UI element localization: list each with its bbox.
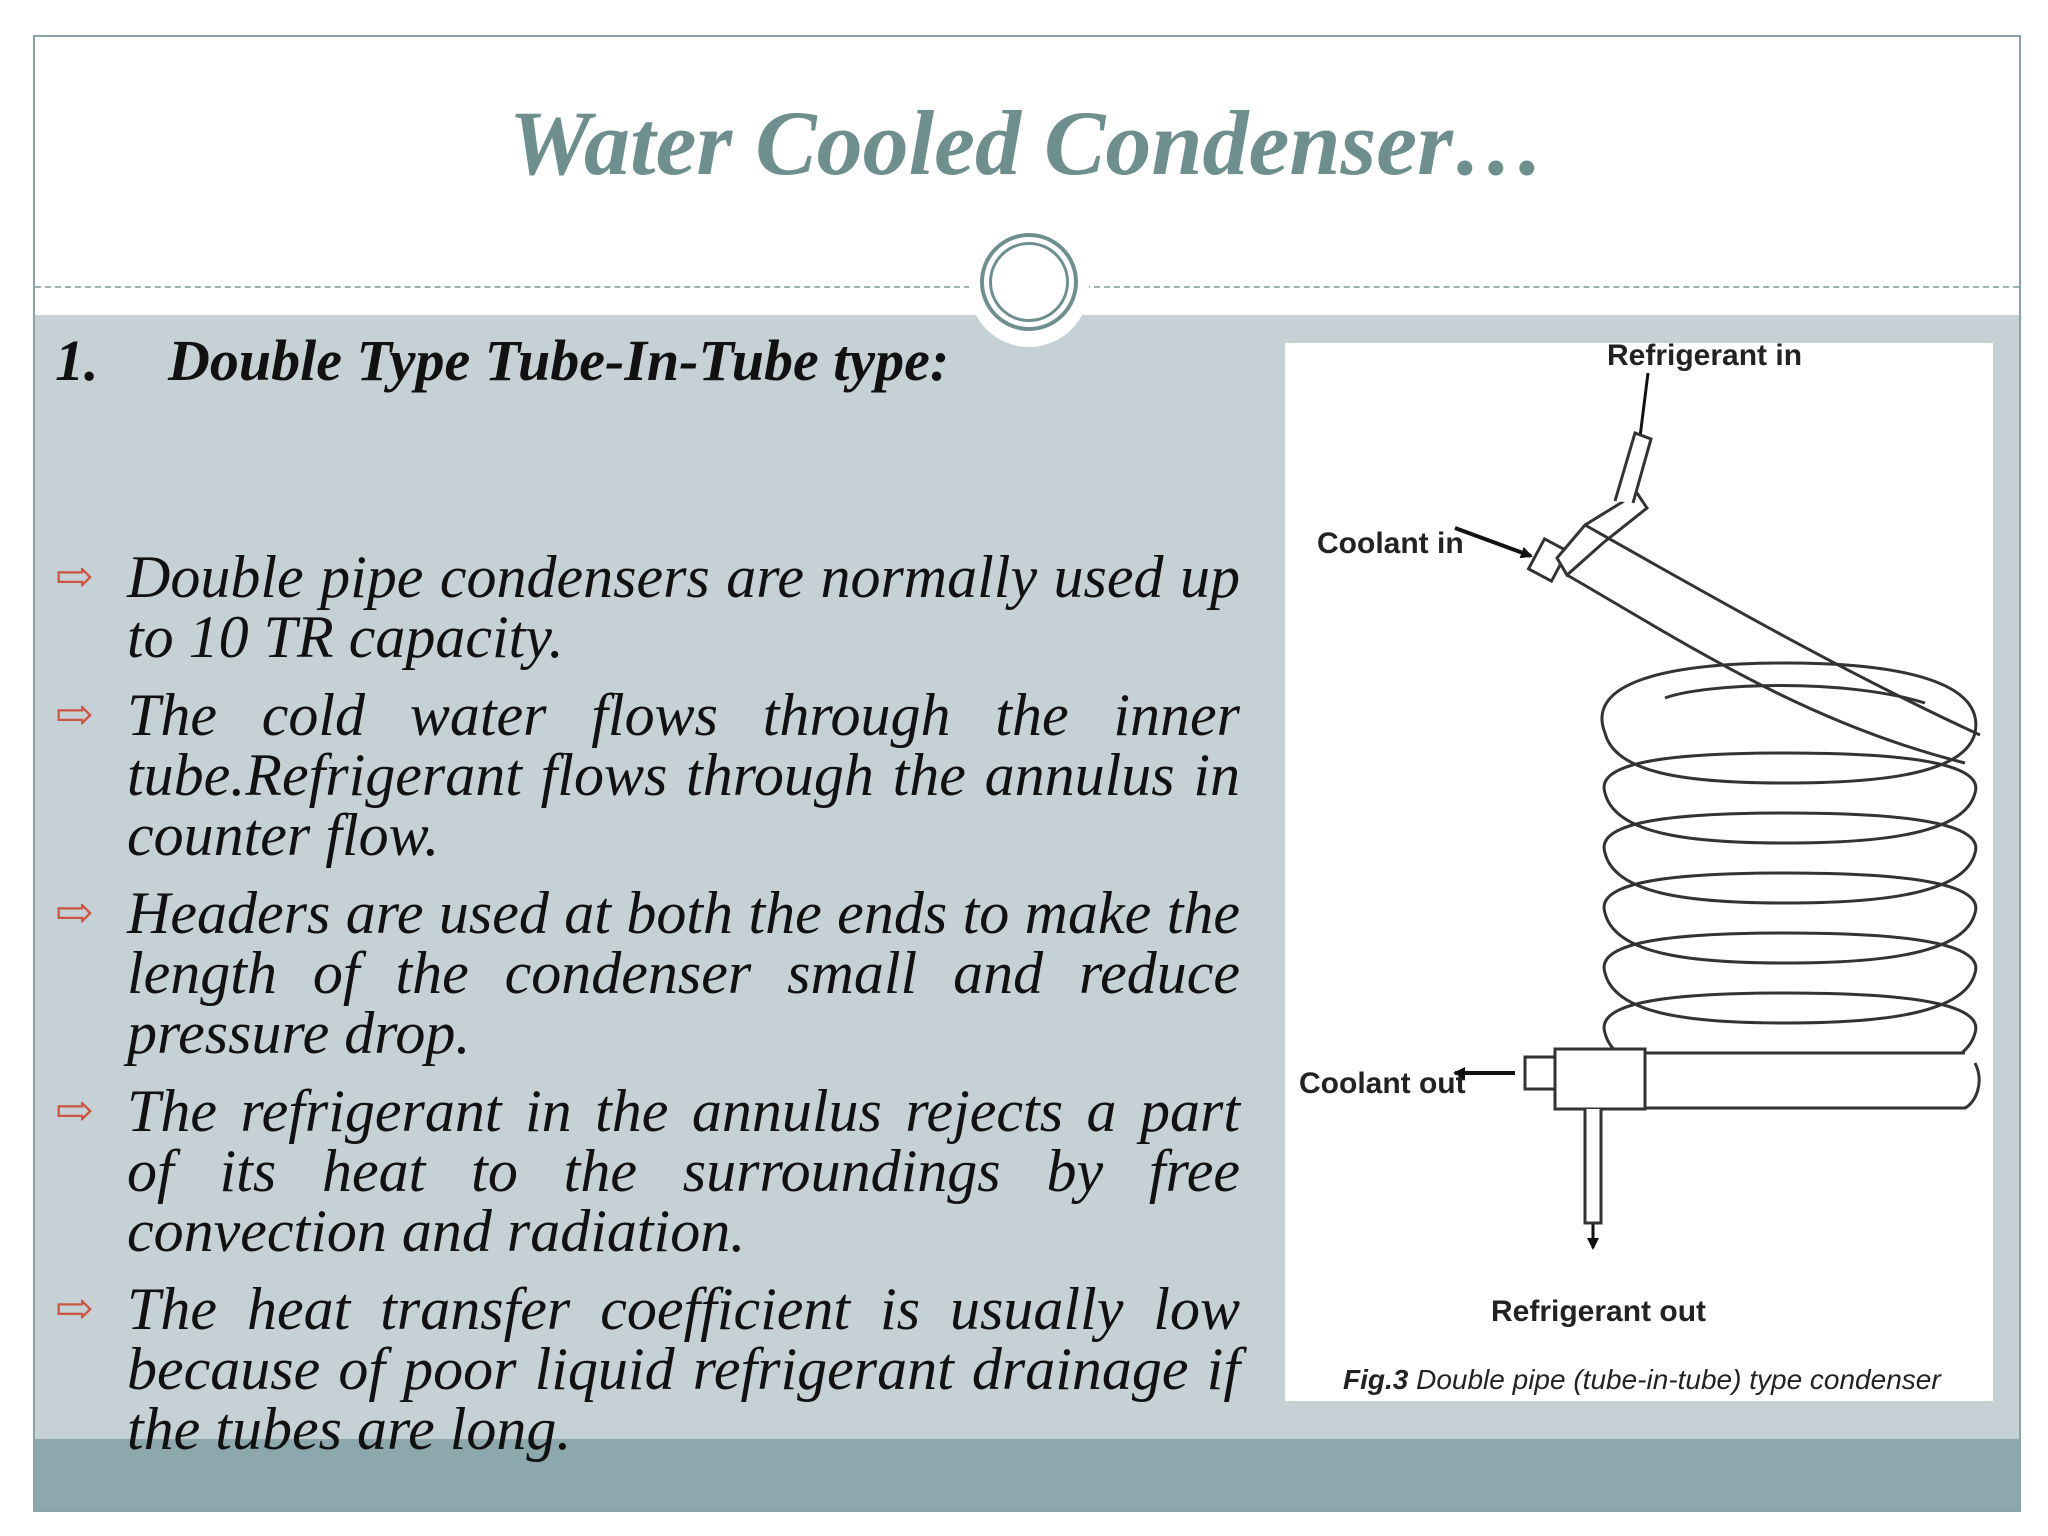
condenser-figure: Refrigerant in Coolant in Coolant out Re… bbox=[1285, 343, 1993, 1401]
section-heading-text: Double Type Tube-In-Tube type: bbox=[168, 328, 950, 393]
slide-title: Water Cooled Condenser… bbox=[509, 92, 1545, 194]
arrow-bullet-icon: ⇨ bbox=[55, 1085, 94, 1136]
arrow-bullet-icon: ⇨ bbox=[55, 689, 94, 740]
footer-bar bbox=[35, 1439, 2019, 1510]
divider-circle-icon bbox=[980, 233, 1078, 331]
refrigerant-in-tube bbox=[1613, 431, 1653, 504]
bullet-item: ⇨ The heat transfer coefficient is usuall… bbox=[55, 1279, 1240, 1459]
bullet-text: Double pipe condensers are normally used… bbox=[127, 544, 1240, 670]
caption-text: Double pipe (tube-in-tube) type condense… bbox=[1408, 1364, 1942, 1395]
bullet-item: ⇨ Headers are used at both the ends to ma… bbox=[55, 883, 1240, 1063]
tube-upper-edge bbox=[1566, 573, 1966, 765]
bullet-text: The heat transfer coefficient is usually… bbox=[127, 1276, 1240, 1462]
condenser-diagram: Refrigerant in Coolant in Coolant out Re… bbox=[1299, 343, 1981, 1395]
bullet-item: ⇨ The refrigerant in the annulus rejects … bbox=[55, 1081, 1240, 1261]
label-coolant-out: Coolant out bbox=[1299, 1067, 1466, 1100]
bullet-list: ⇨ Double pipe condensers are normally use… bbox=[55, 547, 1240, 1477]
tube-lower-edge bbox=[1584, 523, 1981, 737]
outlet-header bbox=[1553, 1047, 1647, 1111]
coolant-out-fitting bbox=[1523, 1055, 1557, 1091]
caption-prefix: Fig.3 bbox=[1343, 1364, 1409, 1395]
coolant-in-fitting bbox=[1526, 536, 1570, 584]
arrow-bullet-icon: ⇨ bbox=[55, 1283, 94, 1334]
section-heading: 1. Double Type Tube-In-Tube type: bbox=[55, 329, 949, 393]
label-refrigerant-out: Refrigerant out bbox=[1491, 1295, 1706, 1328]
bullet-text: The refrigerant in the annulus rejects a… bbox=[127, 1078, 1240, 1264]
arrow-bullet-icon: ⇨ bbox=[55, 887, 94, 938]
bullet-item: ⇨ The cold water flows through the inner … bbox=[55, 685, 1240, 865]
refrigerant-out-tube bbox=[1583, 1109, 1603, 1225]
label-coolant-in: Coolant in bbox=[1317, 527, 1464, 560]
coil-loops bbox=[1600, 661, 1978, 1085]
bullet-text: Headers are used at both the ends to mak… bbox=[127, 880, 1240, 1066]
bullet-text: The cold water flows through the inner t… bbox=[127, 682, 1240, 868]
bullet-item: ⇨ Double pipe condensers are normally use… bbox=[55, 547, 1240, 667]
coolant-in-arrow bbox=[1454, 526, 1533, 559]
slide: Water Cooled Condenser… 1. Double Type Tu… bbox=[33, 35, 2021, 1512]
section-number: 1. bbox=[55, 328, 99, 393]
figure-caption: Fig.3 Double pipe (tube-in-tube) type co… bbox=[1343, 1364, 1942, 1395]
arrow-bullet-icon: ⇨ bbox=[55, 551, 94, 602]
label-refrigerant-in: Refrigerant in bbox=[1607, 343, 1802, 372]
